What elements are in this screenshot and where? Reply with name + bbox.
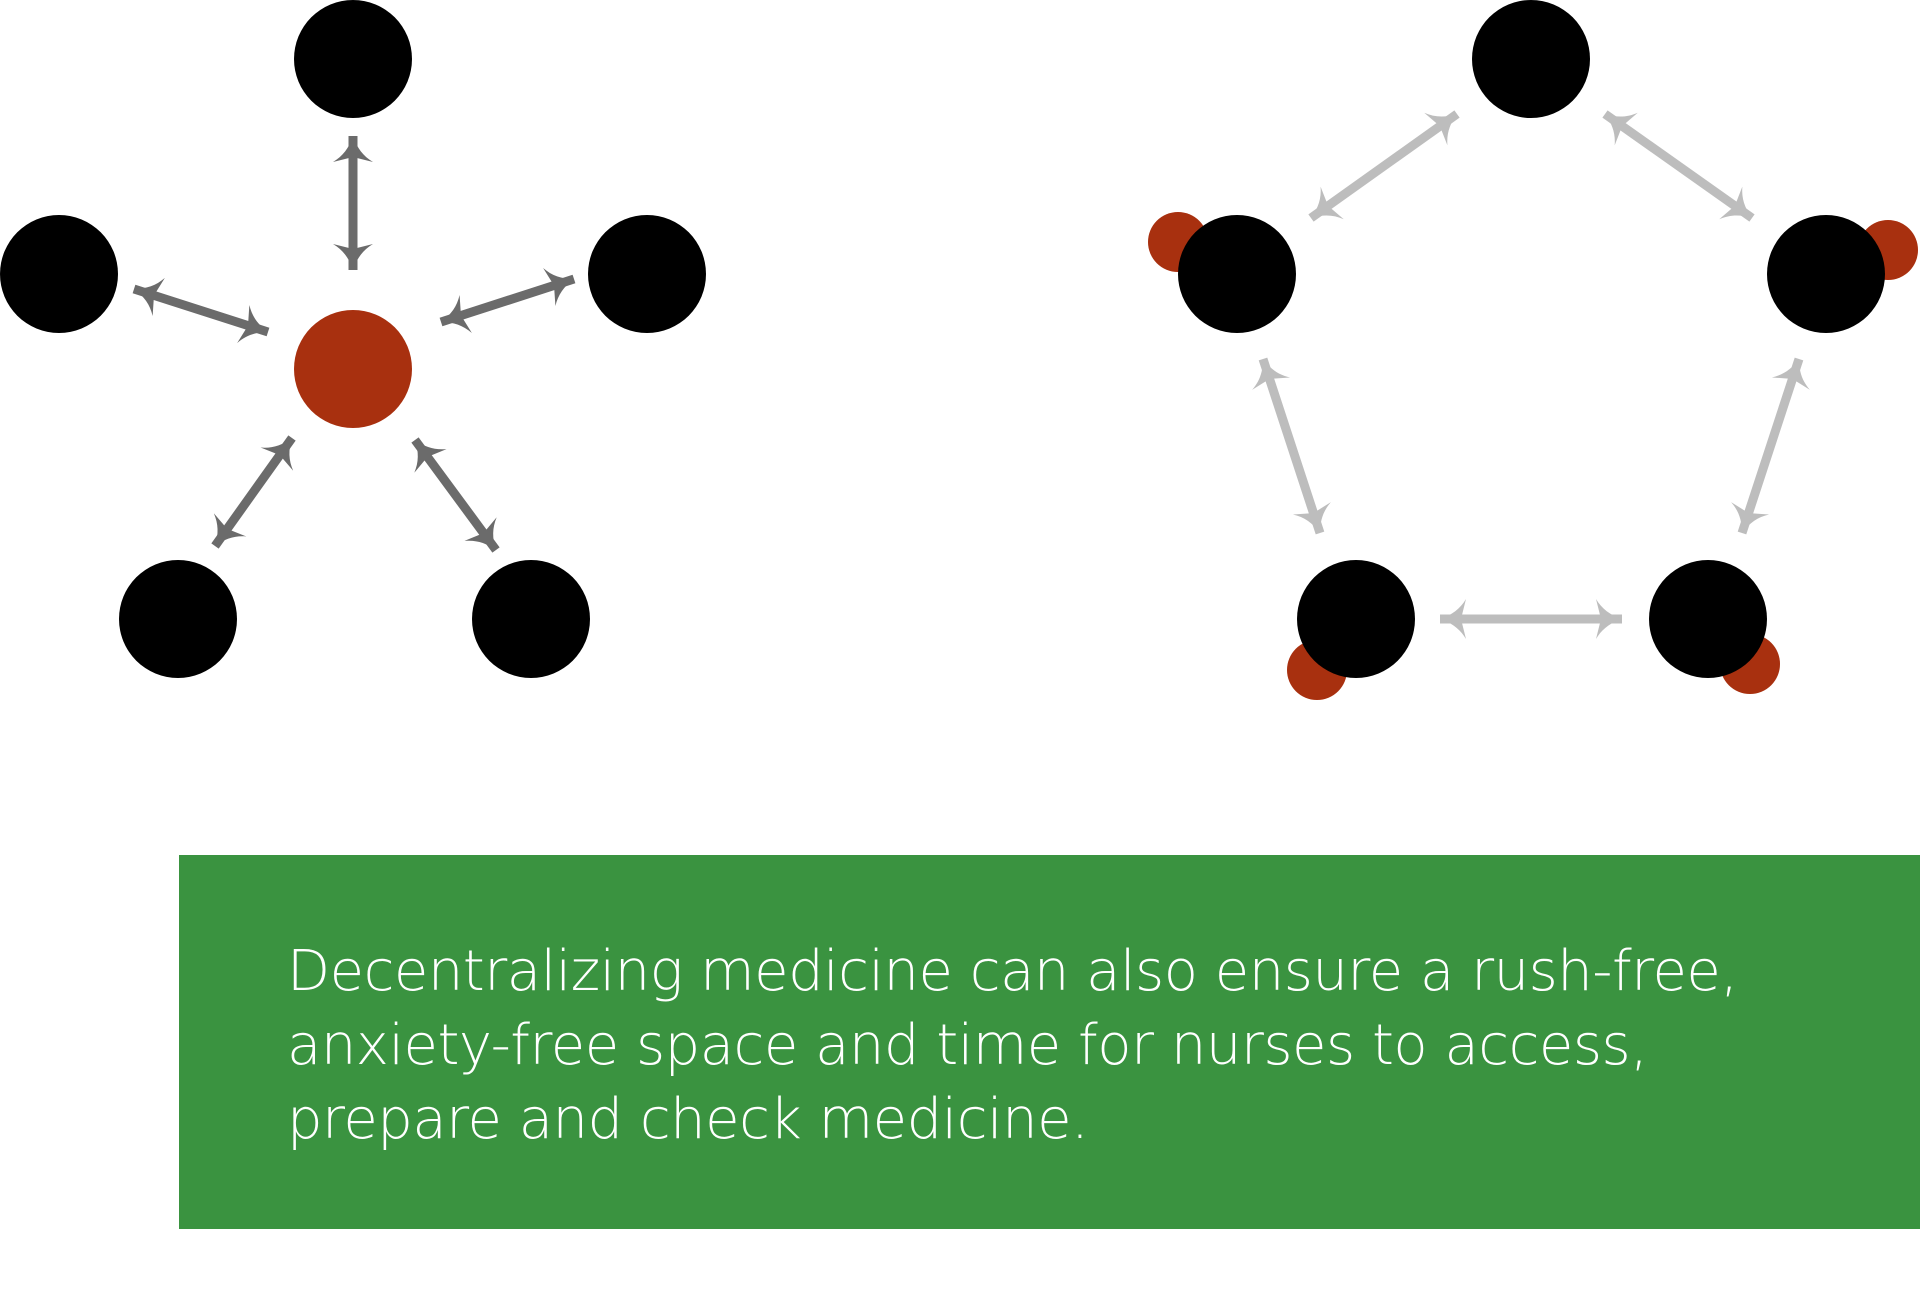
arrow-top-upper-left	[1308, 110, 1460, 222]
ring-node-lower-left	[1297, 560, 1415, 678]
centralized-diagram	[0, 0, 706, 678]
ring-arrows	[1252, 110, 1810, 639]
arrow-hub-bottom-left	[211, 435, 296, 549]
caption-panel: Decentralizing medicine can also ensure …	[179, 855, 1920, 1229]
hub-arrows	[132, 136, 576, 553]
ring-node-upper-left	[1178, 215, 1296, 333]
node-bottom-left	[119, 560, 237, 678]
ring-node-top	[1472, 0, 1590, 118]
hub-node	[294, 310, 412, 428]
ring-node-upper-right	[1767, 215, 1885, 333]
decentralized-diagram	[1148, 0, 1918, 700]
node-top	[294, 0, 412, 118]
node-right	[588, 215, 706, 333]
network-diagram	[0, 0, 1918, 700]
node-bottom-right	[472, 560, 590, 678]
caption-text: Decentralizing medicine can also ensure …	[287, 939, 1738, 1152]
arrow-top-upper-right	[1602, 110, 1755, 222]
arrow-upper-right-lower-right	[1731, 357, 1810, 535]
arrow-hub-left	[132, 277, 270, 344]
arrow-upper-left-lower-left	[1252, 357, 1331, 535]
arrow-hub-bottom-right	[411, 437, 500, 553]
ring-node-lower-right	[1649, 560, 1767, 678]
node-left	[0, 215, 118, 333]
arrow-hub-right	[439, 267, 576, 334]
